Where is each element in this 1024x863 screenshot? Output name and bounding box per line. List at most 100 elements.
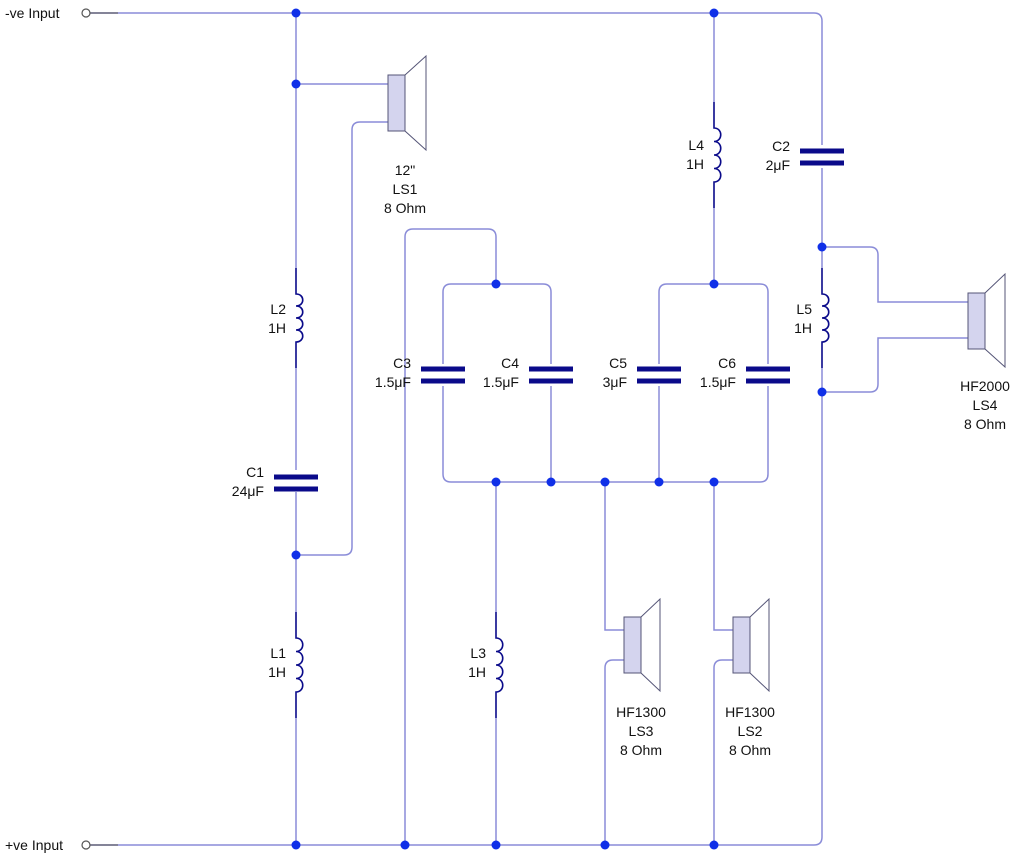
ls4-magnet — [967, 292, 986, 350]
capacitor-c4[interactable]: C4 1.5μF — [483, 355, 573, 390]
junction-node — [491, 279, 501, 289]
junction-node — [709, 279, 719, 289]
l1-value: 1H — [268, 664, 286, 680]
ls3-wire — [604, 482, 624, 845]
junction-node — [291, 840, 301, 850]
l5-value: 1H — [794, 320, 812, 336]
junction-nodes — [291, 8, 827, 850]
speaker-ls4[interactable]: HF2000 LS4 8 Ohm — [960, 272, 1010, 432]
c5-value: 3μF — [603, 374, 627, 390]
junction-node — [491, 477, 501, 487]
inductor-l1[interactable]: L1 1H — [268, 612, 304, 718]
l4-value: 1H — [686, 156, 704, 172]
speaker-ls2[interactable]: HF1300 LS2 8 Ohm — [725, 597, 775, 758]
ls1-cone — [404, 54, 427, 152]
ls1-ref: LS1 — [393, 181, 418, 197]
ls3-ref: LS3 — [629, 723, 654, 739]
c6-ref: C6 — [718, 355, 736, 371]
c3-ref: C3 — [393, 355, 411, 371]
l1-coil — [295, 612, 304, 718]
junction-node — [817, 387, 827, 397]
c3-value: 1.5μF — [375, 374, 411, 390]
junction-node — [291, 550, 301, 560]
ls2-wire — [713, 482, 733, 845]
speaker-ls3[interactable]: HF1300 LS3 8 Ohm — [616, 597, 666, 758]
ls2-model: HF1300 — [725, 704, 775, 720]
inductor-l2[interactable]: L2 1H — [268, 268, 304, 368]
negative-rail — [90, 12, 823, 100]
speaker-ls1[interactable]: 12" LS1 8 Ohm — [384, 54, 427, 216]
l4-ref: L4 — [688, 137, 704, 153]
inductor-l4[interactable]: L4 1H — [686, 102, 722, 208]
ls2-cone — [749, 597, 770, 693]
c1-ref: C1 — [246, 464, 264, 480]
c2-ref: C2 — [772, 138, 790, 154]
junction-node — [600, 477, 610, 487]
l3-value: 1H — [468, 664, 486, 680]
ls3-model: HF1300 — [616, 704, 666, 720]
ls2-magnet — [732, 616, 751, 674]
junction-node — [709, 8, 719, 18]
junction-node — [291, 79, 301, 89]
negative-input[interactable]: -ve Input — [5, 5, 118, 21]
junction-node — [654, 477, 664, 487]
junction-node — [709, 477, 719, 487]
ls4-impedance: 8 Ohm — [964, 416, 1006, 432]
ls1-wire-return — [296, 121, 388, 556]
capacitor-c3[interactable]: C3 1.5μF — [375, 355, 465, 390]
ls1-impedance: 8 Ohm — [384, 200, 426, 216]
l1-ref: L1 — [270, 645, 286, 661]
c2-value: 2μF — [766, 157, 790, 173]
ls2-ref: LS2 — [738, 723, 763, 739]
inductor-l5[interactable]: L5 1H — [794, 268, 830, 368]
junction-node — [600, 840, 610, 850]
junction-node — [291, 8, 301, 18]
capacitor-c5[interactable]: C5 3μF — [603, 355, 681, 390]
capacitor-c1[interactable]: C1 24μF — [232, 464, 318, 499]
c4-value: 1.5μF — [483, 374, 519, 390]
l3-coil — [495, 612, 504, 718]
ls4-model: HF2000 — [960, 378, 1010, 394]
ls3-cone — [640, 597, 661, 693]
ls3-impedance: 8 Ohm — [620, 742, 662, 758]
junction-node — [400, 840, 410, 850]
positive-input-terminal[interactable] — [81, 840, 91, 850]
ls1-model: 12" — [395, 162, 416, 178]
capacitor-c6[interactable]: C6 1.5μF — [700, 355, 790, 390]
junction-node — [546, 477, 556, 487]
l2-value: 1H — [268, 320, 286, 336]
l5-ref: L5 — [796, 301, 812, 317]
c6-value: 1.5μF — [700, 374, 736, 390]
l2-coil — [295, 268, 304, 368]
inductor-l3[interactable]: L3 1H — [468, 612, 504, 718]
junction-node — [817, 242, 827, 252]
ls3-magnet — [623, 616, 642, 674]
junction-node — [491, 840, 501, 850]
loop-wire — [404, 228, 497, 845]
negative-input-terminal[interactable] — [81, 8, 91, 18]
c1-value: 24μF — [232, 483, 264, 499]
positive-rail — [90, 392, 823, 846]
ls4-wire-bottom — [822, 337, 968, 393]
l3-ref: L3 — [470, 645, 486, 661]
positive-input[interactable]: +ve Input — [5, 837, 118, 853]
negative-input-label: -ve Input — [5, 5, 60, 21]
c5-ref: C5 — [609, 355, 627, 371]
junction-node — [709, 840, 719, 850]
ls1-magnet — [387, 74, 406, 132]
bank-right-top — [658, 283, 769, 364]
bank-left-top — [442, 283, 552, 364]
l5-coil — [821, 268, 830, 368]
positive-input-label: +ve Input — [5, 837, 63, 853]
ls2-impedance: 8 Ohm — [729, 742, 771, 758]
l4-coil — [713, 102, 722, 208]
c4-ref: C4 — [501, 355, 519, 371]
ls4-wire-top — [822, 246, 968, 303]
ls4-ref: LS4 — [973, 397, 998, 413]
capacitor-c2[interactable]: C2 2μF — [766, 138, 844, 173]
l2-ref: L2 — [270, 301, 286, 317]
bank-left-bottom — [442, 386, 769, 483]
wires — [90, 12, 968, 846]
ls4-cone — [984, 272, 1006, 369]
